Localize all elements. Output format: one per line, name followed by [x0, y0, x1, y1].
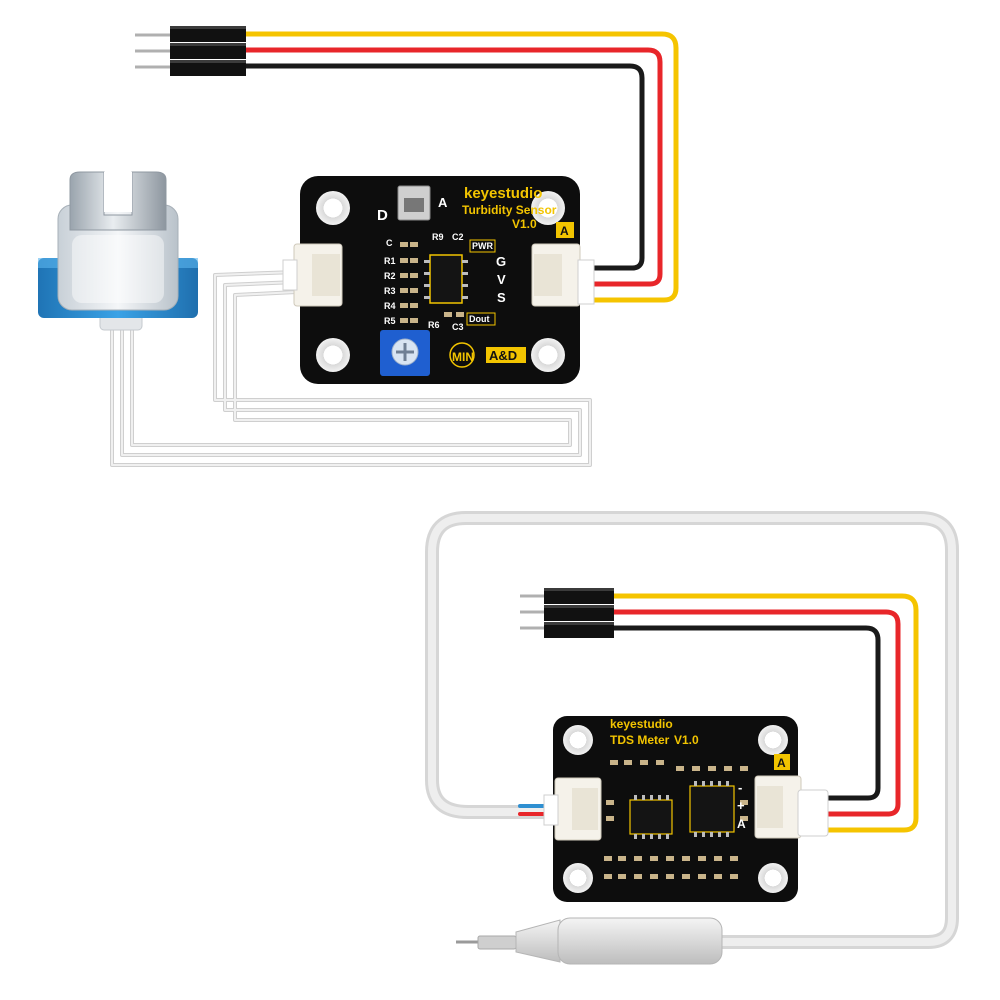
turbidity-ic [429, 254, 463, 304]
pin-label-g: G [496, 254, 506, 269]
pin-label-s: S [497, 290, 506, 305]
label-min: MIN [452, 350, 474, 364]
turbidity-dupont-header [135, 26, 246, 76]
label-r1: R1 [384, 256, 396, 266]
mount-hole [531, 191, 565, 225]
tds-probe-plug [456, 917, 723, 965]
turbidity-version: V1.0 [512, 217, 537, 231]
label-r9: R9 [432, 232, 444, 242]
mount-hole [563, 863, 593, 893]
tds-wires [612, 593, 919, 833]
label-c3: C3 [452, 322, 464, 332]
mount-hole [563, 725, 593, 755]
label-c: C [386, 238, 393, 248]
potentiometer [380, 330, 430, 376]
turbidity-title: Turbidity Sensor [462, 203, 557, 217]
tds-pin-label-a: A [737, 817, 746, 831]
label-r6: R6 [428, 320, 440, 330]
turbidity-wires [245, 31, 679, 303]
tds-wire-black [612, 625, 881, 801]
label-dout: Dout [469, 314, 490, 324]
turbidity-board: D A keyestudio Turbidity Sensor V1.0 C R… [300, 176, 580, 384]
tds-pin-label-plus: + [737, 798, 745, 813]
mount-hole [316, 191, 350, 225]
switch-label-d: D [377, 207, 388, 224]
mount-hole [758, 863, 788, 893]
tds-pin-label-minus: - [738, 780, 742, 795]
tds-board: keyestudio TDS Meter V1.0 - + A A [553, 716, 798, 902]
turbidity-probe [38, 171, 198, 331]
turbidity-connector-left [282, 243, 343, 307]
tds-wire-red [612, 609, 901, 817]
tds-wire-yellow [612, 593, 919, 833]
turbidity-connector-right [531, 243, 595, 307]
tds-version: V1.0 [674, 733, 699, 747]
tds-ic-right [689, 785, 735, 833]
tds-port-mark-a: A [777, 756, 786, 770]
mount-hole [316, 338, 350, 372]
turbidity-wire-red [245, 47, 663, 287]
mount-hole [531, 338, 565, 372]
label-r5: R5 [384, 316, 396, 326]
tds-connector-right [754, 775, 829, 839]
switch-label-a: A [438, 195, 448, 210]
turbidity-wire-black [245, 63, 645, 271]
turbidity-brand: keyestudio [464, 185, 542, 202]
tds-dupont-header [520, 588, 614, 638]
turbidity-probe-cable [110, 270, 592, 467]
label-r4: R4 [384, 301, 396, 311]
turbidity-wire-yellow [245, 31, 679, 303]
label-c2: C2 [452, 232, 464, 242]
tds-connector-left [543, 777, 602, 841]
mount-hole [758, 725, 788, 755]
label-r3: R3 [384, 286, 396, 296]
tds-ic-left [629, 799, 673, 835]
pin-label-v: V [497, 272, 506, 287]
tds-brand: keyestudio [610, 717, 673, 731]
port-mark-a: A [560, 224, 569, 238]
label-r2: R2 [384, 271, 396, 281]
label-pwr: PWR [472, 241, 493, 251]
tds-title: TDS Meter [610, 733, 670, 747]
label-a-and-d: A&D [489, 348, 517, 363]
